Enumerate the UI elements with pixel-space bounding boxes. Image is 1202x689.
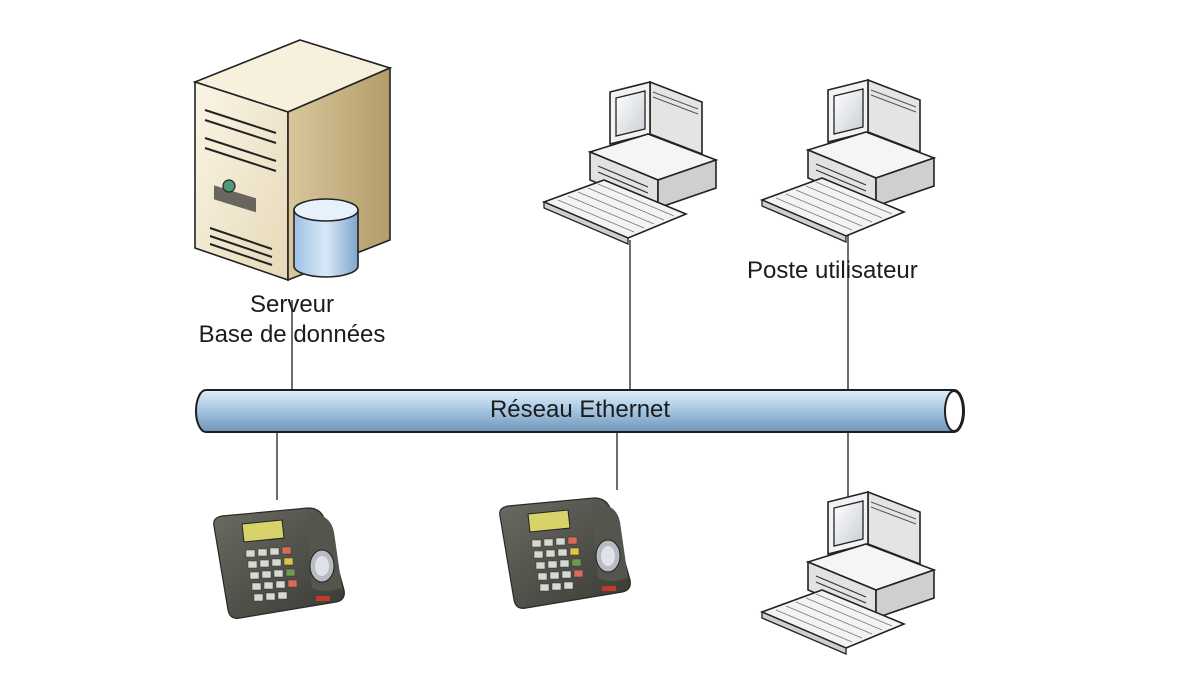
server-tower-icon <box>192 39 393 282</box>
server-label-line1: Serveur <box>249 291 335 318</box>
server-label: Serveur Base de données <box>160 290 424 350</box>
workstation-2 <box>761 79 935 243</box>
workstation-label: Poste utilisateur <box>747 257 918 284</box>
workstation-3 <box>761 491 935 655</box>
pipe-end <box>944 390 964 432</box>
biometric-terminal-2 <box>499 497 631 609</box>
server-label-line2: Base de données <box>198 321 386 348</box>
database-cylinder-icon <box>293 198 359 278</box>
ethernet-bus <box>195 389 965 433</box>
network-label: Réseau Ethernet <box>489 396 671 423</box>
biometric-terminal-1 <box>213 507 345 619</box>
network-links <box>276 232 849 500</box>
workstation-1 <box>543 81 717 245</box>
